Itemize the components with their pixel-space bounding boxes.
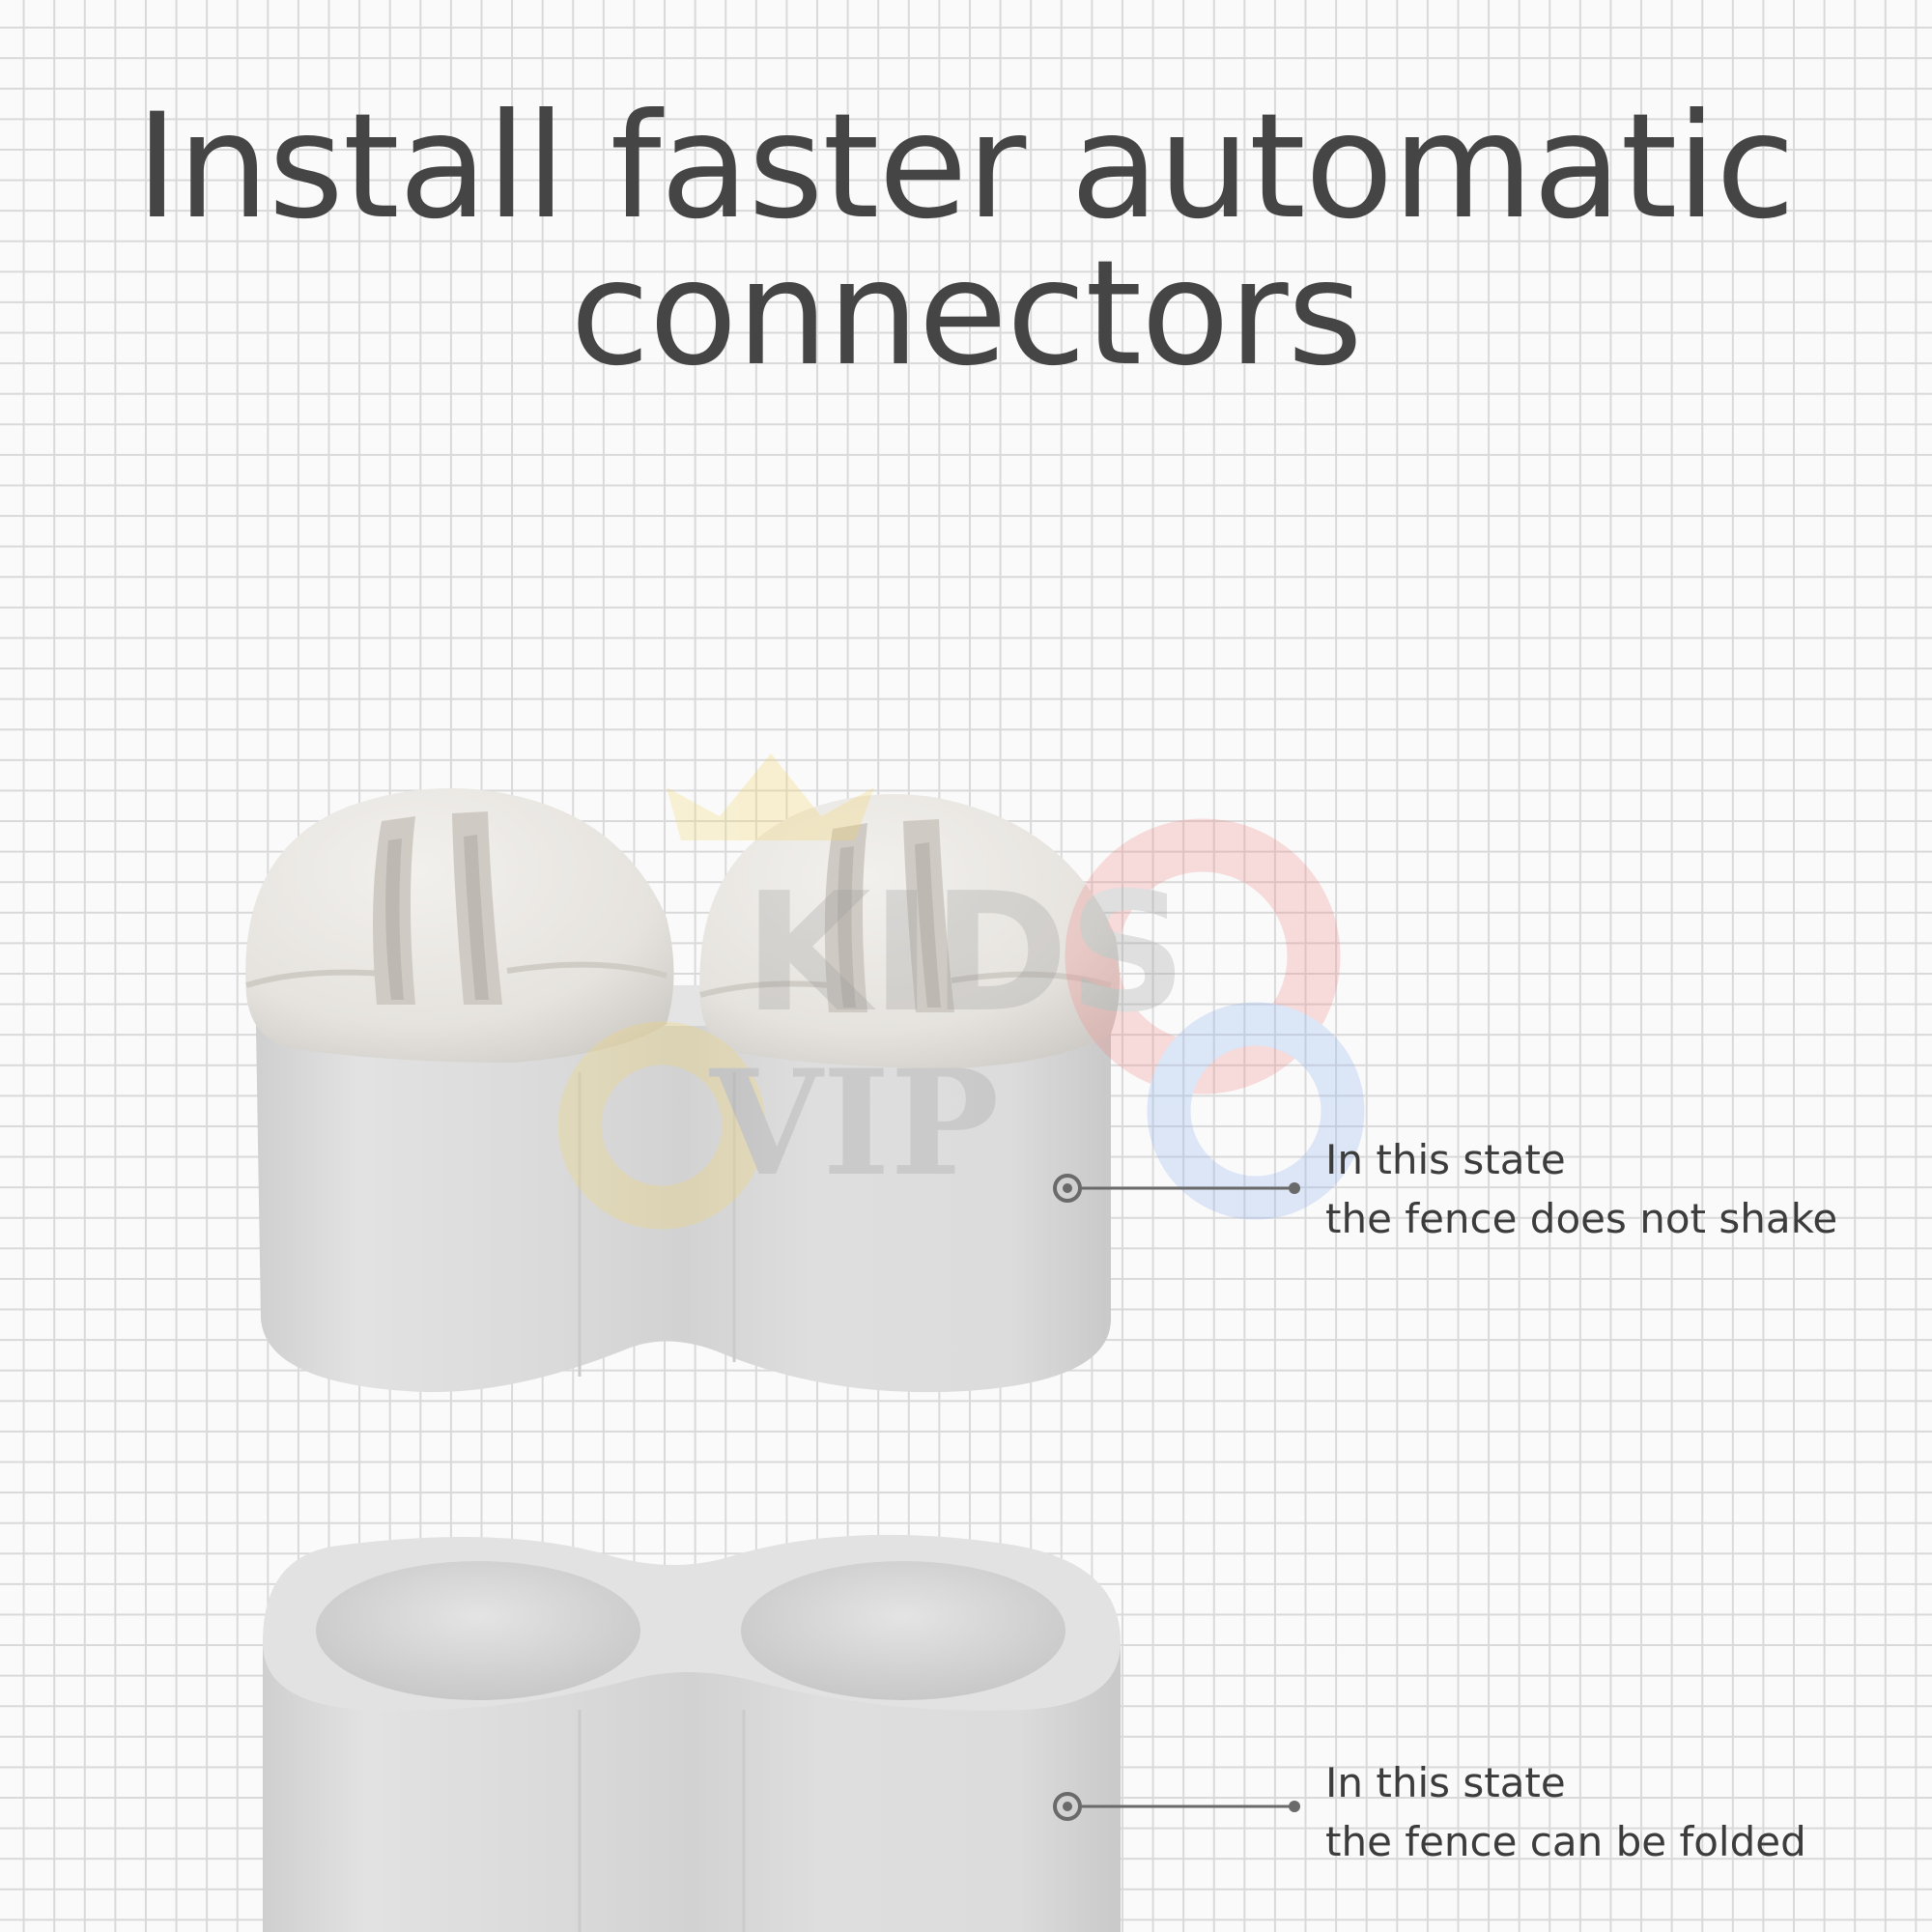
upper-connector xyxy=(245,788,1120,1393)
title-line-1: Install faster automatic xyxy=(135,83,1795,251)
callout-leader-2 xyxy=(1053,1792,1300,1821)
lower-connector-body xyxy=(263,1642,1121,1932)
title-line-2: connectors xyxy=(570,230,1363,398)
right-socket-hole xyxy=(741,1561,1065,1700)
crown-icon xyxy=(667,753,874,840)
callout-2-line-2: the fence can be folded xyxy=(1325,1818,1806,1865)
callout-leader-1 xyxy=(1053,1174,1300,1203)
lower-connector xyxy=(263,1534,1121,1932)
left-socket-hole xyxy=(316,1561,640,1700)
watermark-text-bottom: VIP xyxy=(709,1038,999,1208)
kids-vip-watermark: KIDS VIP xyxy=(557,753,1365,1230)
left-dome-cap xyxy=(245,788,674,1063)
callout-2-line-1: In this state xyxy=(1325,1759,1566,1806)
page-title: Install faster automatic connectors xyxy=(0,95,1932,386)
callout-foldable: In this state the fence can be folded xyxy=(1325,1753,1806,1871)
watermark-text-top: KIDS xyxy=(744,858,1187,1049)
right-dome-cap xyxy=(699,794,1120,1068)
upper-connector-body xyxy=(256,1026,1111,1393)
callout-no-shake: In this state the fence does not shake xyxy=(1325,1130,1837,1248)
callout-1-line-2: the fence does not shake xyxy=(1325,1195,1838,1242)
callout-1-line-1: In this state xyxy=(1325,1136,1566,1183)
